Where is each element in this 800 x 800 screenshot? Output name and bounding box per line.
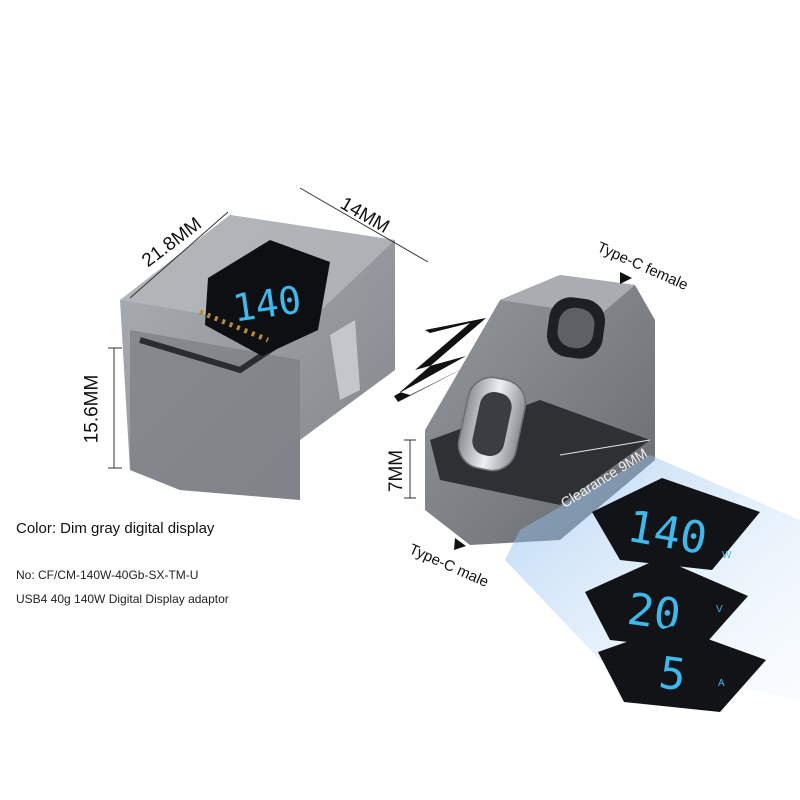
left-display-digits: 140 [230, 278, 304, 331]
right-adaptor [425, 275, 655, 545]
left-display-panel [205, 240, 330, 356]
amps-unit: A [718, 678, 725, 689]
transform-arrow [394, 318, 486, 402]
female-pointer-icon [620, 272, 632, 284]
left-connector-stub [330, 320, 360, 400]
height-dimension-label: 15.6MM [81, 374, 103, 444]
left-adaptor: 140 [120, 215, 395, 500]
left-body-front [130, 330, 300, 500]
connector-height-dimension-label: 7MM [386, 449, 408, 493]
display-panel-watts: 140 W [592, 478, 760, 570]
right-body-top [500, 275, 635, 315]
watts-unit: W [722, 550, 732, 561]
volts-unit: V [716, 604, 723, 615]
product-description-text: USB4 40g 140W Digital Display adaptor [16, 592, 229, 606]
product-model-text: No: CF/CM-140W-40Gb-SX-TM-U [16, 568, 199, 582]
dimension-lines-right [404, 439, 651, 499]
product-color-text: Color: Dim gray digital display [16, 520, 215, 537]
dimension-lines-left [108, 187, 429, 469]
male-pointer-icon [454, 538, 466, 550]
display-panel-amps: 5 A [598, 626, 766, 712]
